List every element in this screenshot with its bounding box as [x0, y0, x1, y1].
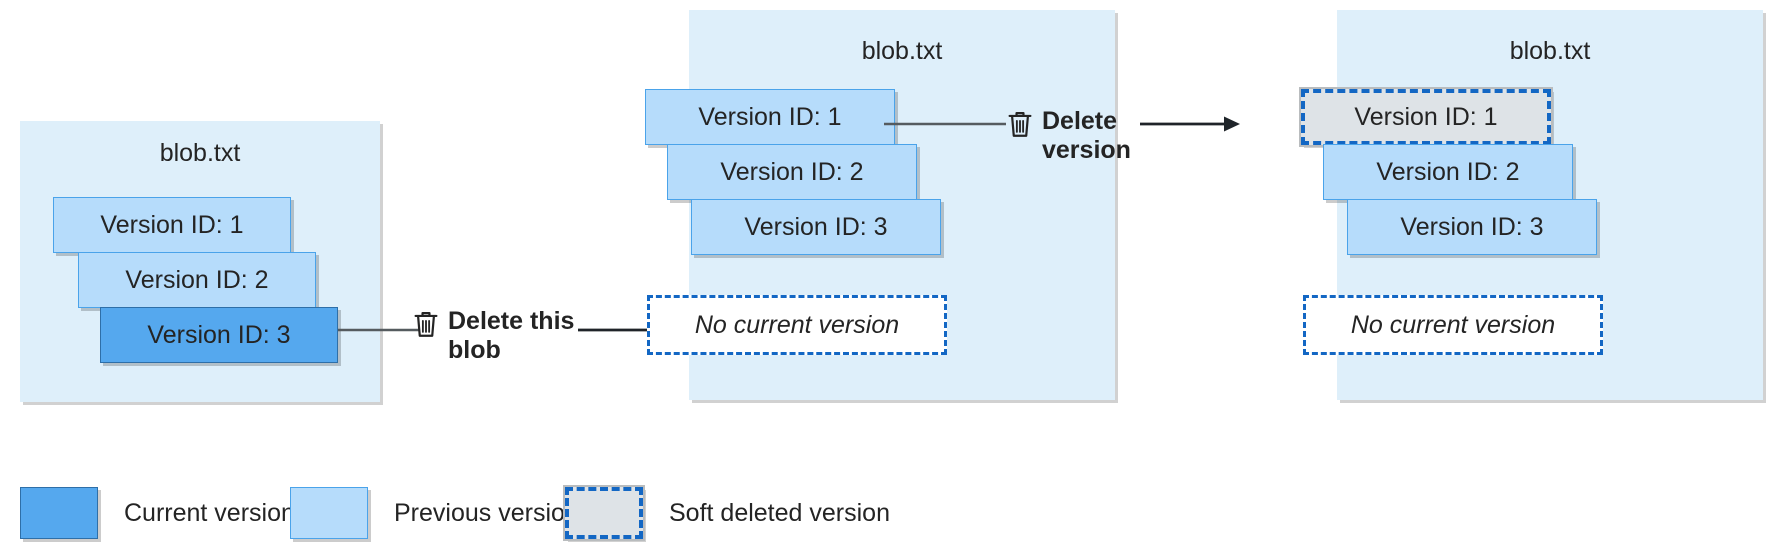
version-card-3-label: Version ID: 3: [1400, 213, 1544, 241]
version-card-1-label: Version ID: 1: [1354, 103, 1498, 131]
legend-item-soft-deleted-version: Soft deleted version: [563, 485, 890, 541]
legend-item-current-version: Current version: [20, 485, 295, 541]
version-card-2-label: Version ID: 2: [125, 266, 269, 294]
version-card-3: Version ID: 3: [100, 307, 338, 363]
version-card-3-label: Version ID: 3: [744, 213, 888, 241]
arrow-delete-version-to-panel3: [1140, 116, 1240, 132]
version-card-1-label: Version ID: 1: [698, 103, 842, 131]
version-card-2: Version ID: 2: [78, 252, 316, 308]
legend-item-previous-version: Previous version: [290, 485, 579, 541]
version-card-2-label: Version ID: 2: [720, 158, 864, 186]
legend-swatch-current-version: [20, 487, 98, 539]
legend-swatch-previous-version: [290, 487, 368, 539]
action-delete-version: Delete version: [1006, 107, 1146, 165]
version-card-1-label: Version ID: 1: [100, 211, 244, 239]
panel-initial-title: blob.txt: [159, 139, 241, 167]
action-delete-version-label: Delete version: [1042, 107, 1131, 164]
no-current-version-label: No current version: [1350, 311, 1556, 339]
panel-initial: blob.txt Version ID: 1 Version ID: 2 Ver…: [20, 121, 380, 402]
panel-after-version-delete-title: blob.txt: [1509, 37, 1591, 65]
no-current-version-label: No current version: [694, 311, 900, 339]
legend: Current version Previous version Soft de…: [20, 485, 1764, 545]
legend-swatch-soft-deleted-version: [563, 485, 645, 541]
version-card-1-soft-deleted: Version ID: 1: [1299, 87, 1553, 147]
no-current-version-placeholder: No current version: [1303, 295, 1603, 355]
version-card-3: Version ID: 3: [691, 199, 941, 255]
version-card-3: Version ID: 3: [1347, 199, 1597, 255]
panel-after-blob-delete-title: blob.txt: [861, 37, 943, 65]
trash-icon: [414, 312, 438, 337]
legend-label-soft-deleted-version: Soft deleted version: [669, 499, 890, 527]
version-card-2-label: Version ID: 2: [1376, 158, 1520, 186]
legend-label-current-version: Current version: [124, 499, 295, 527]
trash-icon: [1008, 112, 1032, 137]
action-delete-blob: Delete this blob: [412, 307, 592, 365]
version-card-2: Version ID: 2: [1323, 144, 1573, 200]
version-card-1: Version ID: 1: [53, 197, 291, 253]
action-delete-blob-label: Delete this blob: [448, 307, 575, 364]
version-card-3-label: Version ID: 3: [147, 321, 291, 349]
version-card-1: Version ID: 1: [645, 89, 895, 145]
no-current-version-placeholder: No current version: [647, 295, 947, 355]
legend-label-previous-version: Previous version: [394, 499, 579, 527]
version-card-2: Version ID: 2: [667, 144, 917, 200]
panel-after-blob-delete: blob.txt Version ID: 1 Version ID: 2 Ver…: [645, 10, 1115, 400]
panel-after-version-delete: blob.txt Version ID: 1 Version ID: 2 Ver…: [1299, 10, 1763, 400]
